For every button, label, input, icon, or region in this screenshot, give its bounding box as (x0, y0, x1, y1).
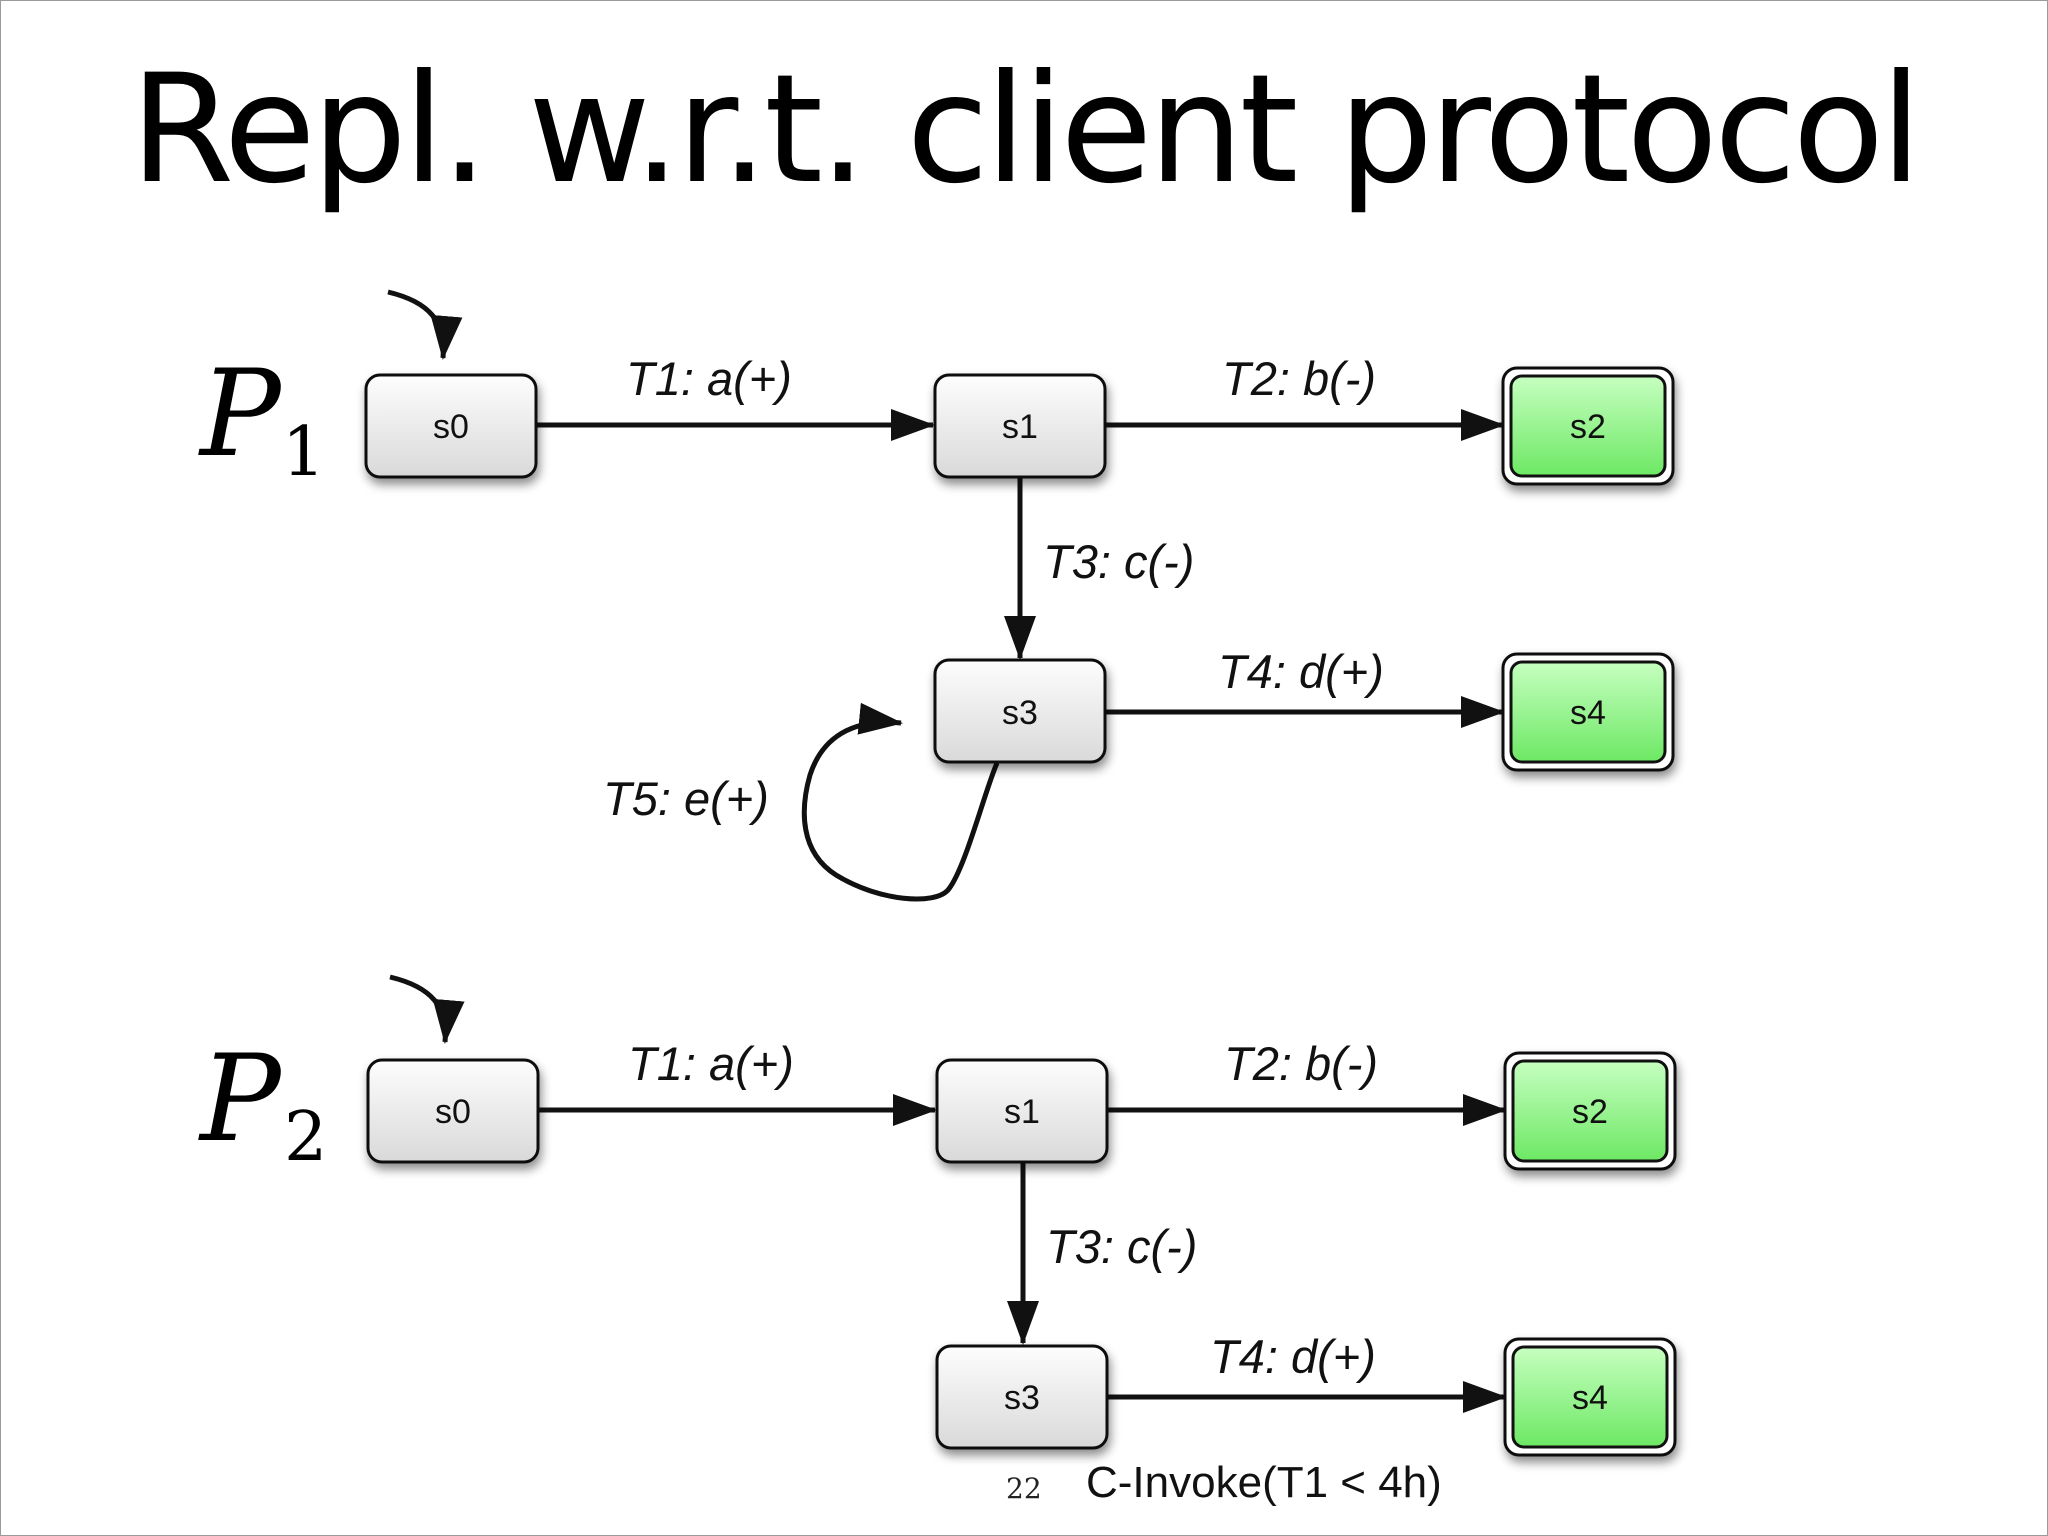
state-label: s3 (1002, 694, 1038, 732)
edge-label-t4: T4: d(+) (1210, 1330, 1376, 1383)
slide-title: Repl. w.r.t. client protocol (130, 43, 1922, 217)
edge-label-t4: T4: d(+) (1218, 645, 1384, 698)
edge-label-t2: T2: b(-) (1224, 1037, 1378, 1090)
page-number: 22 (1006, 1472, 1042, 1505)
edge-label-t3: T3: c(-) (1043, 535, 1194, 588)
edge-label-t3: T3: c(-) (1046, 1220, 1197, 1273)
initial-state-arrow (387, 289, 463, 360)
state-s2-final: s2 (1501, 366, 1675, 486)
state-label: s1 (1002, 408, 1038, 446)
state-label: s0 (433, 408, 469, 446)
edge-label-t1: T1: a(+) (628, 1037, 794, 1090)
edge-label-t2: T2: b(-) (1222, 352, 1376, 405)
protocol-2: P 2 T1: a(+) T2: b(-) T3: c(-) T4: d(+) … (198, 974, 1677, 1457)
edge-label-t1: T1: a(+) (626, 352, 792, 405)
protocol-1-letter: P (198, 345, 283, 484)
initial-state-arrow (389, 974, 465, 1044)
protocol-2-letter: P (198, 1030, 283, 1169)
edge-label-t5: T5: e(+) (603, 772, 769, 825)
state-s0: s0 (366, 1058, 540, 1164)
state-s3: s3 (935, 1344, 1109, 1450)
edge-t5-self-loop (801, 702, 1000, 902)
state-s1: s1 (933, 373, 1107, 479)
state-s4-final: s4 (1501, 652, 1675, 772)
state-label: s1 (1004, 1093, 1040, 1131)
state-label: s3 (1004, 1379, 1040, 1417)
protocol-1: P 1 T1: a(+) T2: b(-) T3: c(-) T4: d(+) … (198, 289, 1675, 902)
state-label: s0 (435, 1093, 471, 1131)
state-s3: s3 (933, 658, 1107, 764)
state-s4-final: s4 (1503, 1337, 1677, 1457)
constraint-note: C-Invoke(T1 < 4h) (1086, 1458, 1442, 1507)
state-label: s2 (1570, 408, 1606, 446)
state-label: s4 (1570, 694, 1606, 732)
state-label: s2 (1572, 1093, 1608, 1131)
state-s1: s1 (935, 1058, 1109, 1164)
state-s2-final: s2 (1503, 1051, 1677, 1171)
state-s0: s0 (364, 373, 538, 479)
state-label: s4 (1572, 1379, 1608, 1417)
protocol-2-subscript: 2 (284, 1098, 327, 1177)
protocol-1-subscript: 1 (282, 413, 325, 492)
